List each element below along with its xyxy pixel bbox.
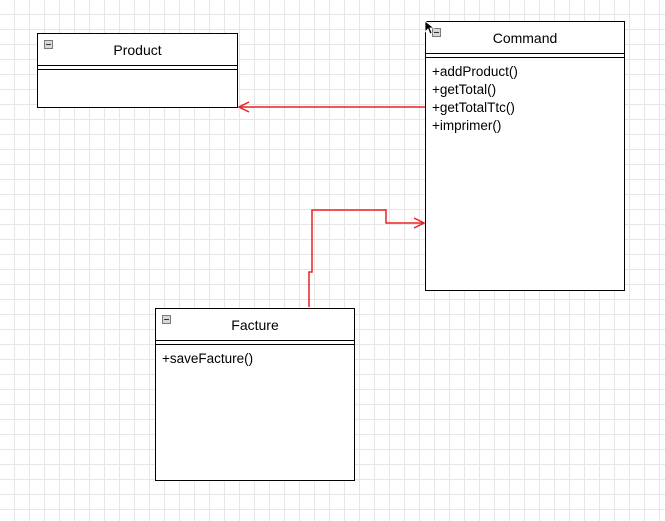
command-attributes-section xyxy=(426,54,624,58)
product-attributes-section xyxy=(38,66,237,70)
collapse-icon[interactable] xyxy=(162,315,171,324)
product-class-name: Product xyxy=(113,41,162,58)
operation-item[interactable]: +addProduct() xyxy=(432,64,518,79)
command-operations-section: +addProduct() +getTotal() +getTotalTtc()… xyxy=(426,58,624,135)
facture-class-header[interactable]: Facture xyxy=(156,309,354,341)
command-class[interactable]: Command +addProduct() +getTotal() +getTo… xyxy=(425,21,625,291)
facture-attributes-section xyxy=(156,341,354,345)
facture-operations-section: +saveFacture() xyxy=(156,345,354,368)
command-class-name: Command xyxy=(492,29,558,46)
facture-class-name: Facture xyxy=(231,316,279,333)
product-class-header[interactable]: Product xyxy=(38,34,237,66)
operation-item[interactable]: +imprimer() xyxy=(432,118,502,133)
facture-class[interactable]: Facture +saveFacture() xyxy=(155,308,355,481)
facture-to-command-association[interactable] xyxy=(308,209,424,307)
product-class[interactable]: Product xyxy=(37,33,238,108)
collapse-icon[interactable] xyxy=(44,40,53,49)
operation-item[interactable]: +getTotalTtc() xyxy=(432,100,515,115)
mouse-pointer-icon xyxy=(424,20,436,35)
operation-item[interactable]: +getTotal() xyxy=(432,82,497,97)
operation-item[interactable]: +saveFacture() xyxy=(162,351,254,366)
collapse-icon[interactable] xyxy=(432,28,441,37)
product-operations-section xyxy=(38,70,237,75)
command-class-header[interactable]: Command xyxy=(426,22,624,54)
